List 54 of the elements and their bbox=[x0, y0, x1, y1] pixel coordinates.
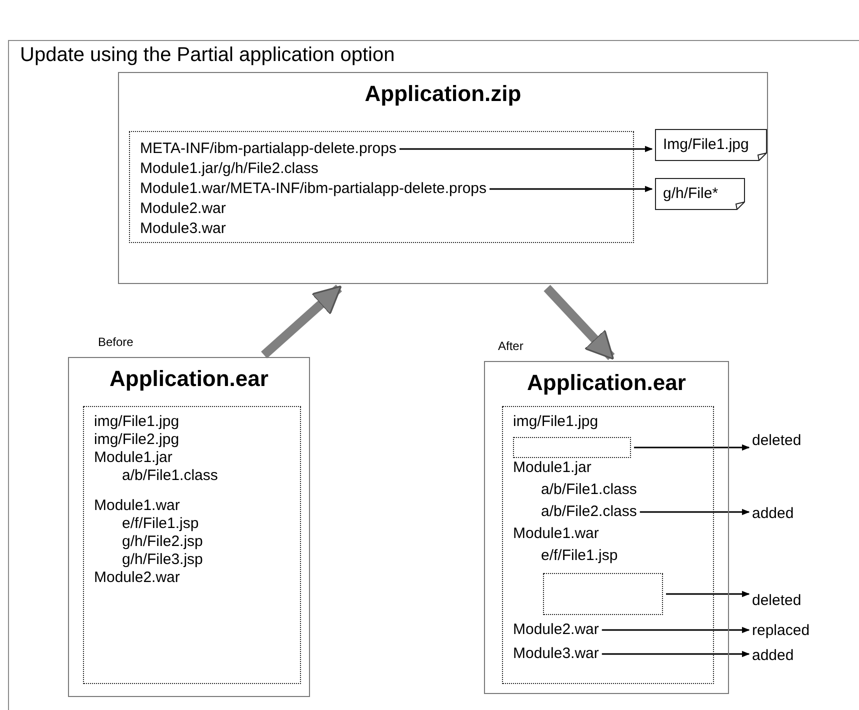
file-path: img/File2.jpg bbox=[94, 431, 180, 449]
file-path: g/h/File3.jsp bbox=[122, 551, 203, 569]
file-path: Module2.war bbox=[94, 569, 180, 587]
empty-box bbox=[543, 573, 663, 615]
archive-name: Application.zip bbox=[364, 81, 522, 107]
file-path: Img/File1.jpg bbox=[663, 136, 749, 153]
node-label: After bbox=[498, 339, 524, 353]
empty-box bbox=[129, 131, 634, 243]
archive-panel bbox=[118, 72, 768, 284]
file-note bbox=[655, 129, 767, 161]
file-path: Module1.jar bbox=[94, 449, 172, 467]
arrow bbox=[602, 650, 750, 658]
file-path: e/f/File1.jsp bbox=[541, 547, 618, 565]
file-path: Module1.war bbox=[94, 497, 180, 515]
file-note bbox=[655, 178, 745, 210]
file-path: Module1.war bbox=[513, 525, 599, 543]
arrow bbox=[490, 186, 653, 192]
file-path: META-INF/ibm-partialapp-delete.props bbox=[140, 140, 396, 158]
status-label: deleted bbox=[752, 432, 802, 450]
file-path: Module2.war bbox=[513, 621, 599, 639]
file-path: Module1.jar bbox=[513, 459, 592, 477]
empty-box bbox=[502, 406, 714, 684]
file-list-box bbox=[83, 406, 301, 684]
archive-panel bbox=[484, 361, 729, 694]
file-path: img/File1.jpg bbox=[513, 413, 598, 431]
diagram-title: Update using the Partial application option bbox=[20, 44, 395, 67]
arrow bbox=[399, 146, 653, 152]
status-label: replaced bbox=[752, 622, 810, 640]
file-path: a/b/File1.class bbox=[541, 481, 637, 499]
file-path: Module2.war bbox=[140, 200, 226, 218]
arrow bbox=[666, 590, 750, 598]
arrow bbox=[544, 284, 615, 360]
file-path: a/b/File1.class bbox=[122, 467, 218, 485]
status-label: deleted bbox=[752, 592, 802, 610]
arrow bbox=[602, 626, 750, 634]
archive-panel bbox=[68, 357, 310, 697]
file-path: g/h/File* bbox=[663, 185, 718, 202]
empty-box bbox=[513, 437, 631, 458]
file-path: g/h/File2.jsp bbox=[122, 533, 203, 551]
status-label: added bbox=[752, 505, 794, 523]
file-path: Module3.war bbox=[140, 220, 226, 238]
arrow bbox=[640, 508, 750, 516]
file-path: Module3.war bbox=[513, 645, 599, 663]
archive-name: Application.ear bbox=[526, 370, 687, 396]
file-path: Module1.war/META-INF/ibm-partialapp-delete.props bbox=[140, 180, 487, 198]
arrow bbox=[634, 444, 750, 451]
status-label: added bbox=[752, 647, 794, 665]
file-path: e/f/File1.jsp bbox=[122, 515, 199, 533]
file-path: a/b/File2.class bbox=[541, 503, 637, 521]
file-path: img/File1.jpg bbox=[94, 413, 180, 431]
archive-name: Application.ear bbox=[108, 366, 270, 392]
arrow bbox=[261, 284, 342, 358]
node-label: Before bbox=[98, 335, 134, 349]
file-path: Module1.jar/g/h/File2.class bbox=[140, 160, 318, 178]
